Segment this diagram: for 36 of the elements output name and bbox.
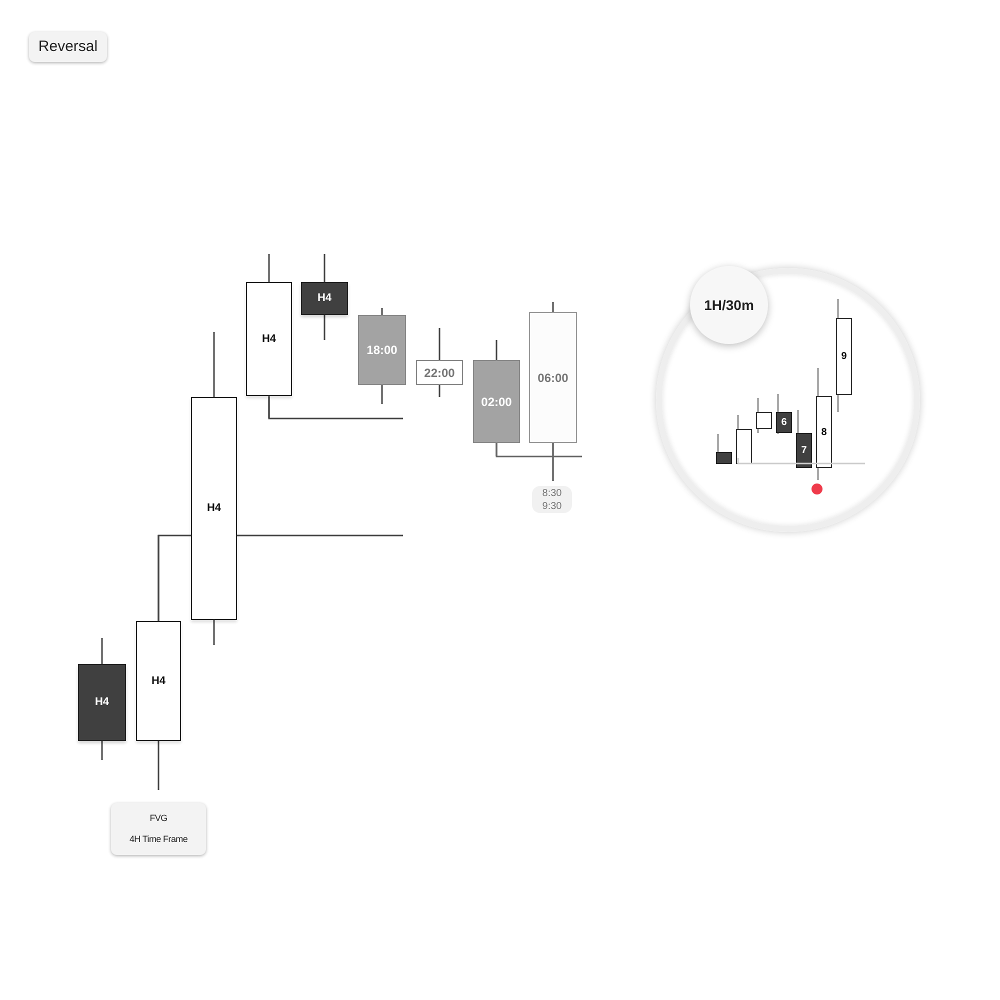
bearish-candle — [776, 412, 792, 433]
time-label: 8:30 9:30 — [541, 486, 563, 512]
candle-label: 8 — [821, 426, 827, 440]
bullish-candle — [736, 429, 752, 464]
candle-body — [529, 312, 577, 443]
candle-label: H4 — [262, 332, 276, 347]
title-text: Reversal — [38, 36, 98, 57]
candle-body — [416, 360, 463, 385]
bullish-candle — [246, 282, 292, 396]
bullish-candle — [756, 412, 772, 429]
candle-body — [358, 315, 406, 385]
bullish-candle — [836, 318, 852, 395]
candle-label: 9 — [841, 350, 847, 364]
info-card — [111, 803, 206, 855]
candle-label: H4 — [151, 674, 166, 689]
bearish-candle — [796, 433, 812, 468]
candle-body — [473, 360, 520, 443]
candle-label: 02:00 — [481, 394, 512, 410]
candle-label: H4 — [317, 291, 332, 306]
title-badge — [29, 32, 107, 62]
info-text: FVG — [150, 812, 168, 824]
bearish-candle — [78, 664, 126, 741]
candle-label: 06:00 — [538, 370, 568, 386]
bullish-candle — [191, 397, 237, 620]
info-text: 4H Time Frame — [129, 833, 188, 846]
bullish-candle — [816, 396, 832, 468]
bearish-candle — [716, 452, 732, 464]
bearish-candle — [301, 282, 348, 315]
candle-label: H4 — [94, 695, 110, 710]
candle-label: 22:00 — [424, 364, 455, 382]
bullish-candle — [136, 621, 181, 741]
timeframe-label: 1H/30m — [704, 296, 754, 314]
candle-label: H4 — [206, 501, 222, 516]
candle-label: 6 — [781, 416, 787, 430]
candle-label: 18:00 — [366, 342, 398, 359]
candle-label: 7 — [801, 444, 807, 458]
